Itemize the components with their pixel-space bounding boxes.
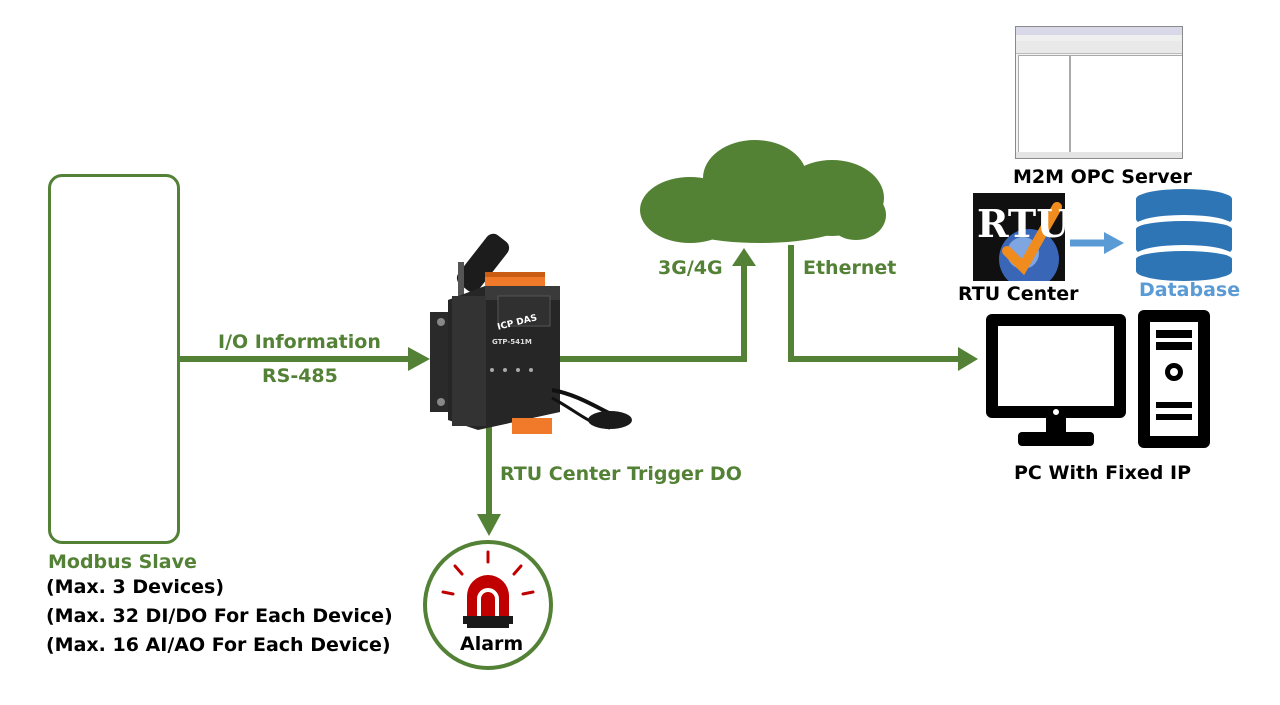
rtu-logo-text: RTU (977, 201, 1065, 246)
opc-window-menubar (1016, 35, 1182, 41)
rtu-center-logo: RTU (973, 193, 1065, 281)
opc-server-window (1015, 26, 1183, 159)
arrow-cloud-to-pc (788, 245, 962, 362)
opc-window-list (1070, 55, 1182, 155)
rs485-label: RS-485 (262, 365, 338, 387)
opc-window-toolbar (1016, 41, 1182, 54)
max-di-do-note: (Max. 32 DI/DO For Each Device) (46, 605, 393, 627)
rtu-center-trigger-do-label: RTU Center Trigger DO (500, 463, 742, 485)
database-label: Database (1139, 279, 1241, 301)
alarm-light-icon (441, 550, 535, 628)
opc-window-titlebar (1016, 27, 1182, 35)
pc-fixed-ip-label: PC With Fixed IP (1014, 462, 1192, 484)
opc-window-tree (1018, 55, 1070, 155)
3g4g-label: 3G/4G (658, 257, 723, 279)
alarm-node (423, 540, 553, 670)
arrowhead-io (408, 347, 430, 371)
gtp-541m-device (430, 233, 632, 434)
arrowhead-database (1104, 232, 1124, 254)
modbus-slave-label: Modbus Slave (48, 551, 197, 573)
max-devices-note: (Max. 3 Devices) (46, 576, 225, 598)
rtu-center-label: RTU Center (958, 283, 1079, 305)
ethernet-label: Ethernet (803, 257, 897, 279)
arrowhead-pc (958, 347, 978, 371)
io-information-label: I/O Information (218, 331, 381, 353)
max-ai-ao-note: (Max. 16 AI/AO For Each Device) (46, 634, 391, 656)
arrow-gateway-to-cloud (560, 262, 747, 362)
opc-window-statusbar (1016, 152, 1182, 158)
modbus-slave-group (48, 174, 180, 544)
database-icon (1136, 189, 1232, 281)
alarm-label: Alarm (460, 633, 524, 655)
cloud-icon (640, 140, 886, 243)
m2m-opc-server-label: M2M OPC Server (1013, 166, 1192, 188)
pc-icon (986, 310, 1210, 448)
device-model-label: GTP-541M (492, 338, 532, 346)
arrowhead-cloud (732, 248, 756, 266)
rtu-logo-graphic: RTU (973, 193, 1065, 281)
arrowhead-alarm (477, 514, 501, 536)
